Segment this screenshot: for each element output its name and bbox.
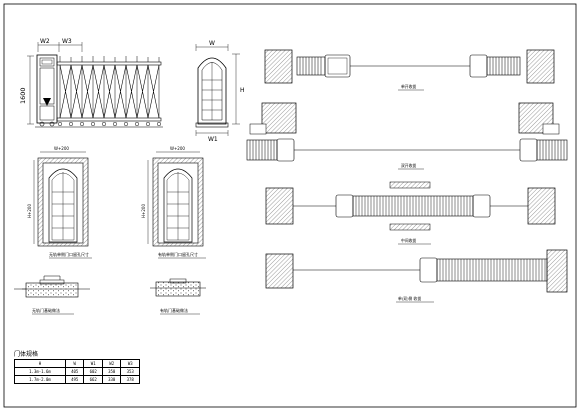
dim-w3-label: W3 — [62, 38, 72, 45]
table-cell: 353 — [120, 367, 140, 376]
table-cell: 1.3m-1.6m — [14, 367, 66, 376]
foundation-section-b: 有轨门基础做法 — [150, 278, 206, 315]
dim-height-label: 1600 — [19, 87, 27, 104]
table-header-cell: W3 — [120, 359, 140, 368]
table-header-row: H W W1 W2 W3 — [14, 359, 140, 368]
table-header-cell: H — [14, 359, 66, 368]
table-cell: 378 — [120, 375, 140, 384]
view-b-dim-top: W+200 — [170, 146, 185, 151]
side-elevation: W H W1 — [195, 40, 245, 143]
section-b-caption: 有轨门基础做法 — [160, 307, 188, 313]
foundation-section-a: 无轨门基础做法 — [14, 275, 90, 315]
table-cell: 495 — [64, 375, 85, 384]
spec-table-title: 门体规格 — [14, 351, 39, 358]
plan-2-caption: 双开收拢 — [401, 163, 416, 168]
dim-h-label: H — [240, 87, 245, 94]
table-cell: 602 — [83, 367, 103, 376]
front-elevation: W2 W3 1600 — [19, 38, 163, 128]
table-row: 1.7m-2.0m 495 662 330 378 — [14, 375, 140, 384]
view-b-dim-side: H+200 — [141, 204, 146, 218]
table-cell: 662 — [83, 375, 103, 384]
spec-table-grid: H W W1 W2 W3 1.3m-1.6m 405 602 350 353 1… — [14, 359, 140, 384]
plan-middle-open: 中间收拢 — [265, 181, 556, 245]
plan-4-caption: 单(双)侧 收拢 — [398, 296, 421, 301]
sheet-border — [3, 3, 577, 408]
opening-view-b: W+200 H+200 有轨单侧门口留孔尺寸 — [141, 146, 206, 259]
opening-view-a: W+200 H+200 无轨单侧门口留孔尺寸 — [27, 146, 92, 259]
plan-single-open: 单开收拢 — [264, 49, 555, 91]
view-a-dim-top: W+200 — [54, 146, 69, 151]
view-a-dim-side: H+200 — [27, 204, 32, 218]
plan-side-open: 单(双)侧 收拢 — [265, 249, 568, 303]
table-header-cell: W1 — [83, 359, 103, 368]
table-cell: 1.7m-2.0m — [14, 375, 66, 384]
spec-table: 门体规格 H W W1 W2 W3 1.3m-1.6m 405 602 350 … — [14, 351, 140, 384]
view-a-caption: 无轨单侧门口留孔尺寸 — [49, 251, 89, 257]
table-cell: 350 — [101, 367, 122, 376]
plan-double-open: 双开收拢 — [246, 102, 568, 170]
table-header-cell: W — [64, 359, 85, 368]
table-cell: 405 — [64, 367, 85, 376]
plan-3-caption: 中间收拢 — [401, 238, 416, 243]
table-header-cell: W2 — [101, 359, 122, 368]
dim-w1-label: W1 — [208, 136, 218, 143]
section-a-caption: 无轨门基础做法 — [32, 307, 60, 313]
dim-w-label: W — [209, 40, 215, 47]
plan-1-caption: 单开收拢 — [401, 84, 416, 89]
dim-w2-label: W2 — [40, 38, 50, 45]
table-row: 1.3m-1.6m 405 602 350 353 — [14, 367, 140, 376]
table-cell: 330 — [101, 375, 122, 384]
view-b-caption: 有轨单侧门口留孔尺寸 — [158, 251, 198, 257]
